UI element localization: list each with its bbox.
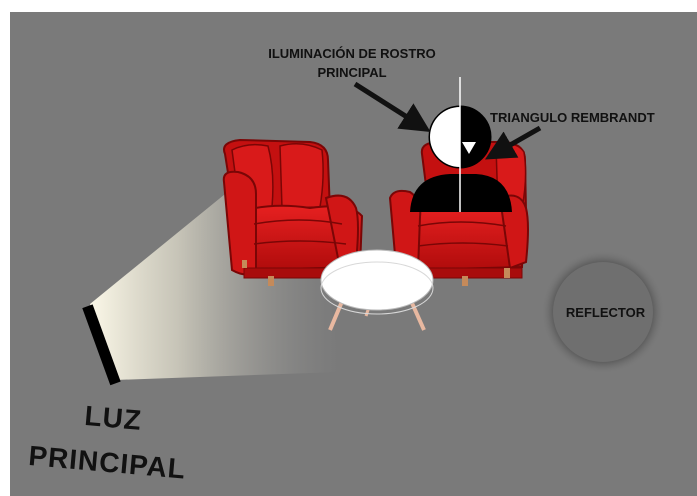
armchair-left bbox=[222, 138, 364, 286]
face-light-label-line1: ILUMINACIÓN DE ROSTRO bbox=[268, 46, 436, 61]
person-silhouette bbox=[410, 77, 512, 212]
face-light-label: ILUMINACIÓN DE ROSTRO PRINCIPAL bbox=[232, 44, 472, 82]
face-light-arrow bbox=[353, 81, 431, 133]
reflector bbox=[541, 250, 665, 374]
rembrandt-label: TRIANGULO REMBRANDT bbox=[490, 110, 655, 125]
main-light-panel bbox=[82, 304, 121, 386]
face-light-label-line2: PRINCIPAL bbox=[317, 65, 387, 80]
rembrandt-triangle bbox=[462, 142, 476, 154]
coffee-table bbox=[320, 249, 434, 331]
rembrandt-arrow bbox=[484, 125, 542, 160]
reflector-label: REFLECTOR bbox=[565, 305, 646, 320]
main-light-label-line1: LUZ bbox=[83, 400, 144, 436]
lighting-diagram: ILUMINACIÓN DE ROSTRO PRINCIPAL TRIANGUL… bbox=[10, 12, 697, 496]
diagram-canvas bbox=[82, 77, 665, 386]
